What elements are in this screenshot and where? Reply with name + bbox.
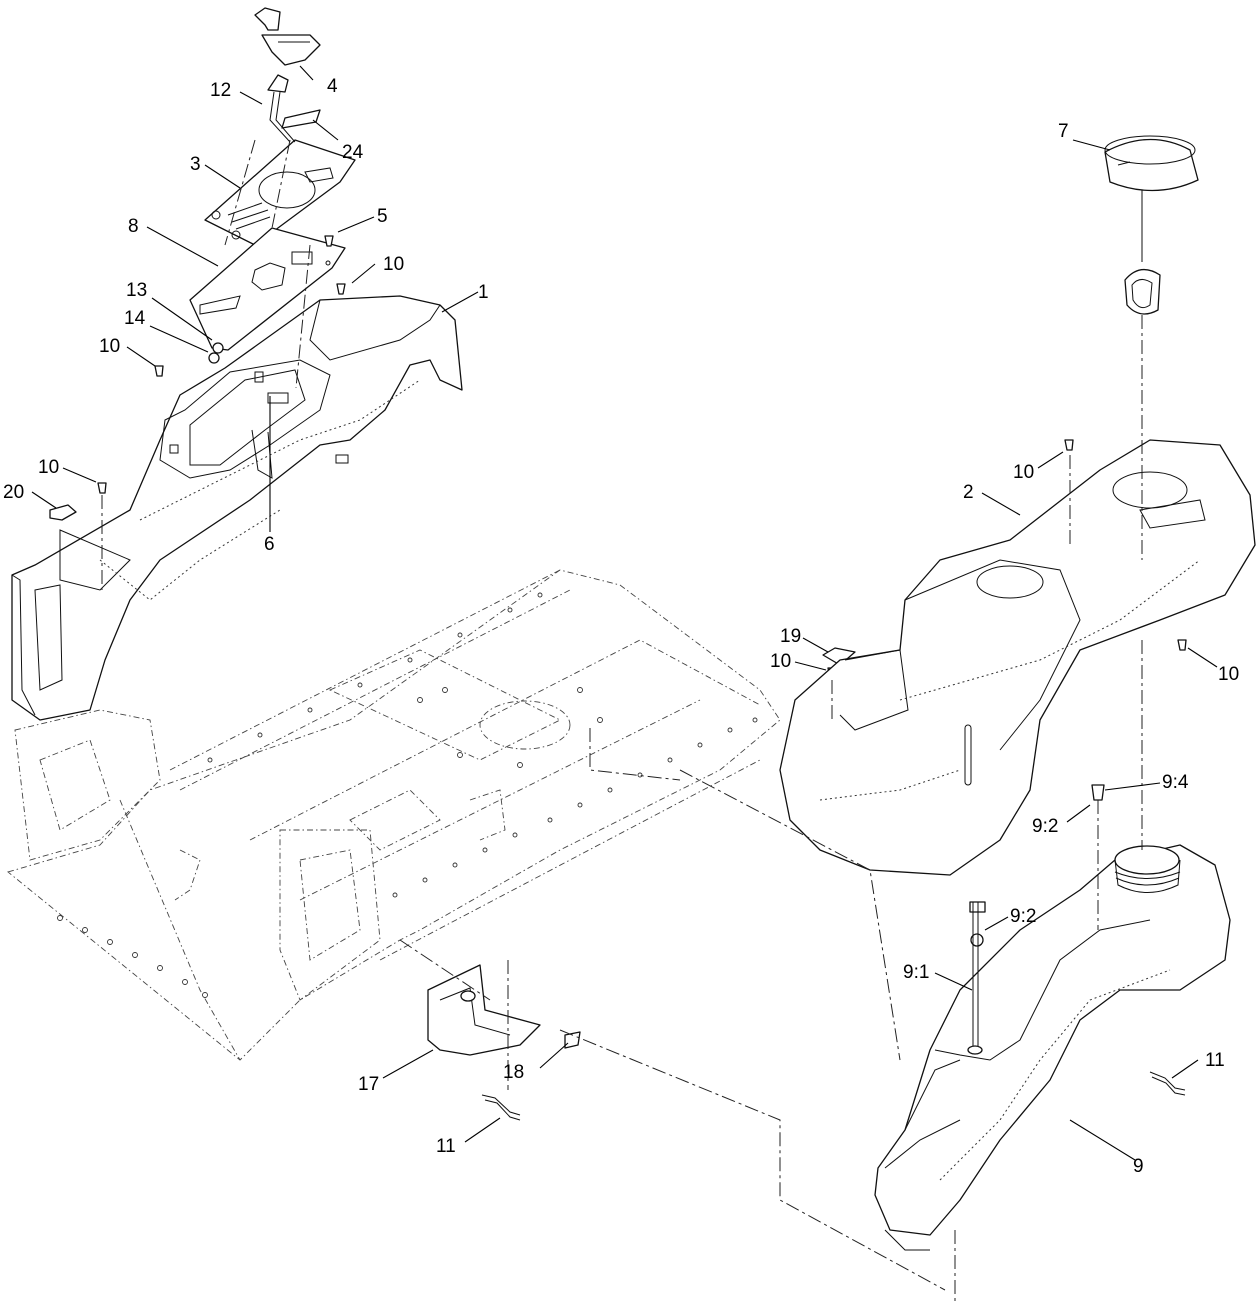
callout-20: 20 xyxy=(3,482,24,503)
callout-11-right: 11 xyxy=(1205,1050,1225,1071)
callout-9-2-lower: 9:2 xyxy=(1010,906,1036,927)
lever-stem xyxy=(267,74,296,143)
callout-7: 7 xyxy=(1058,121,1069,142)
gas-cap xyxy=(1104,135,1199,315)
bracket xyxy=(427,964,541,1056)
callout-18: 18 xyxy=(503,1062,524,1083)
right-console-housing xyxy=(779,439,1256,876)
screws-left-cluster xyxy=(49,235,1187,947)
callout-9-2-upper: 9:2 xyxy=(1032,816,1058,837)
chassis-frame xyxy=(7,569,781,1061)
callout-19: 19 xyxy=(780,626,801,647)
callout-4: 4 xyxy=(327,76,338,97)
leader-lines xyxy=(31,65,1218,1161)
knob-lever xyxy=(254,7,321,66)
callout-13: 13 xyxy=(126,280,147,301)
control-plate-lower xyxy=(189,227,346,351)
callout-9: 9 xyxy=(1133,1156,1144,1177)
callout-9-4: 9:4 xyxy=(1162,772,1189,793)
label-strip xyxy=(281,109,321,129)
callout-3: 3 xyxy=(190,154,201,175)
callout-2: 2 xyxy=(963,482,974,503)
callout-labels: 1 2 3 4 5 6 7 8 9 9:1 9:2 9:2 9:4 10 10 … xyxy=(3,76,1239,1177)
callout-8: 8 xyxy=(128,216,139,237)
callout-11-left: 11 xyxy=(436,1136,456,1157)
clips xyxy=(481,1071,1186,1121)
callout-5: 5 xyxy=(377,206,388,227)
bolt xyxy=(564,1031,581,1049)
fuel-pickup-tube xyxy=(967,902,983,1055)
control-plate-upper xyxy=(204,139,356,246)
callout-14: 14 xyxy=(124,308,146,329)
callout-10-right-side: 10 xyxy=(1218,664,1239,685)
callout-17: 17 xyxy=(358,1074,379,1095)
callout-12: 12 xyxy=(210,80,231,101)
callout-10-left-fender: 10 xyxy=(38,457,59,478)
callout-6: 6 xyxy=(264,534,275,555)
assembly-lines xyxy=(101,139,1143,1305)
callout-10-upper: 10 xyxy=(383,254,404,275)
callout-10-right-front: 10 xyxy=(770,651,791,672)
callout-9-1: 9:1 xyxy=(903,962,929,983)
callout-10-left-console: 10 xyxy=(99,336,120,357)
callout-24: 24 xyxy=(342,142,364,163)
callout-10-right-top: 10 xyxy=(1013,462,1034,483)
fuel-tank xyxy=(874,844,1231,1251)
left-console-housing xyxy=(11,295,463,721)
callout-1: 1 xyxy=(478,282,489,303)
